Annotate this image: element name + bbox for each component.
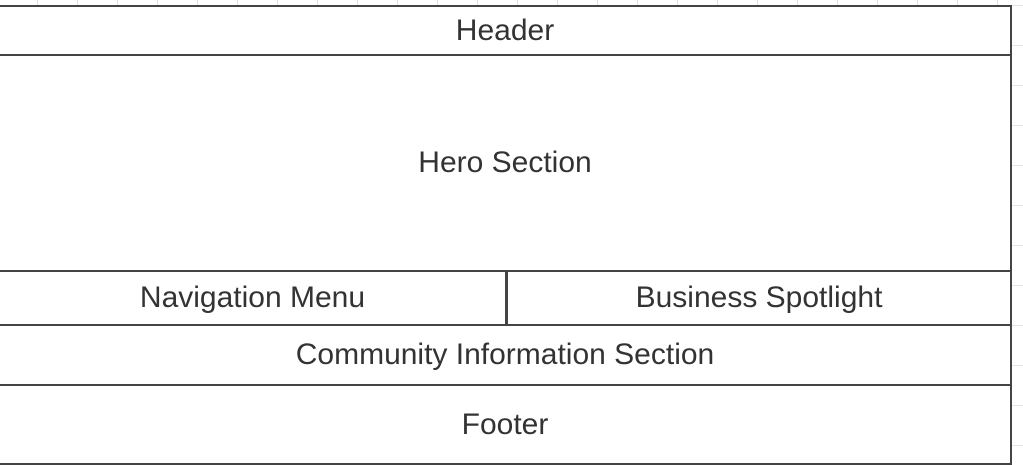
- header-block: Header: [0, 7, 1010, 54]
- community-information-label: Community Information Section: [295, 338, 715, 371]
- navigation-menu-label: Navigation Menu: [139, 281, 366, 314]
- divider: [0, 324, 1010, 326]
- hero-section-block: Hero Section: [0, 56, 1010, 270]
- business-spotlight-block: Business Spotlight: [508, 272, 1010, 324]
- header-label: Header: [455, 13, 555, 47]
- page-wireframe: Header Hero Section Navigation Menu Busi…: [0, 5, 1012, 465]
- community-information-block: Community Information Section: [0, 326, 1010, 384]
- hero-section-label: Hero Section: [418, 146, 592, 179]
- divider: [0, 54, 1010, 56]
- divider: [0, 270, 1010, 272]
- column-divider: [505, 272, 508, 324]
- divider: [0, 384, 1010, 386]
- footer-label: Footer: [461, 408, 549, 441]
- footer-block: Footer: [0, 386, 1010, 464]
- business-spotlight-label: Business Spotlight: [635, 281, 883, 314]
- navigation-menu-block: Navigation Menu: [0, 272, 505, 324]
